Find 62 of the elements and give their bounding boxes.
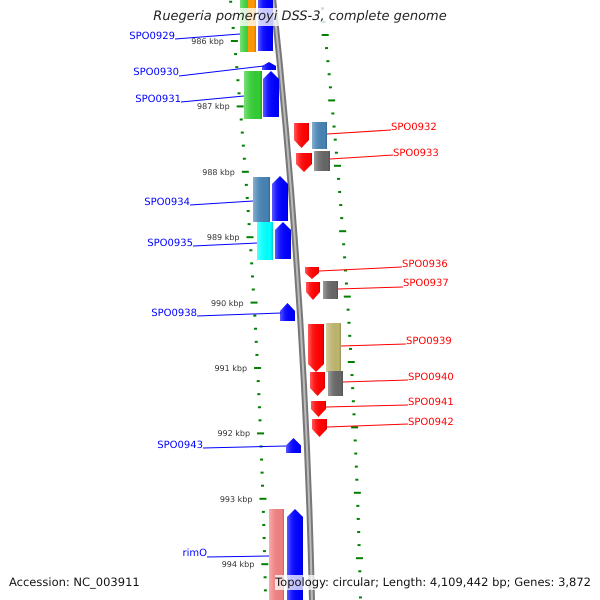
scale-label: 990 kbp bbox=[210, 300, 244, 308]
leader-line bbox=[326, 404, 408, 408]
leader-line bbox=[178, 66, 264, 76]
map-title: Ruegeria pomeroyi DSS-3, complete genome bbox=[151, 8, 449, 26]
gene-marker bbox=[262, 62, 276, 70]
gene-marker bbox=[296, 153, 312, 172]
gene-marker bbox=[305, 267, 319, 279]
gene-label: SPO0938 bbox=[151, 307, 197, 321]
gene-label: SPO0932 bbox=[391, 121, 437, 135]
gene-marker bbox=[286, 438, 301, 453]
gene-marker bbox=[310, 372, 325, 396]
scale-label: 986 kbp bbox=[191, 38, 224, 46]
leader-line bbox=[342, 380, 408, 382]
leader-line bbox=[338, 286, 404, 290]
gene-label: SPO0933 bbox=[393, 147, 439, 161]
gene-label: SPO0940 bbox=[408, 371, 454, 385]
accession-text: Accession: NC_003911 bbox=[9, 575, 140, 590]
cog-bar bbox=[253, 177, 270, 222]
genome-stats-text: Topology: circular; Length: 4,109,442 bp; Genes: 3,872 bbox=[275, 575, 591, 590]
gene-marker bbox=[312, 419, 327, 437]
cog-bar bbox=[323, 281, 338, 299]
cog-bar bbox=[257, 222, 273, 260]
cog-bar bbox=[244, 71, 262, 119]
leader-line bbox=[318, 266, 402, 272]
gene-marker bbox=[311, 401, 326, 417]
gene-marker bbox=[306, 282, 320, 300]
gene-label: SPO0942 bbox=[408, 416, 454, 430]
leader-line bbox=[206, 556, 270, 558]
gene-label: rimO bbox=[182, 547, 207, 561]
leader-line bbox=[192, 242, 258, 246]
gene-label: SPO0939 bbox=[406, 335, 452, 349]
gene-label: SPO0934 bbox=[144, 196, 190, 210]
leader-line bbox=[326, 424, 408, 428]
leader-line bbox=[340, 344, 406, 346]
leader-line bbox=[196, 312, 282, 316]
leader-line bbox=[190, 200, 254, 206]
leader-line bbox=[202, 446, 286, 448]
gene-label: SPO0930 bbox=[133, 66, 179, 80]
gene-label: SPO0936 bbox=[402, 258, 448, 272]
gene-marker bbox=[275, 222, 291, 259]
scale-label: 991 kbp bbox=[214, 365, 248, 373]
leader-line bbox=[330, 154, 394, 160]
scale-label: 994 kbp bbox=[222, 561, 254, 570]
cog-bar bbox=[312, 122, 327, 149]
gene-marker bbox=[294, 123, 309, 148]
scale-label: 988 kbp bbox=[202, 168, 235, 177]
gene-label: SPO0929 bbox=[129, 30, 175, 44]
gene-label: SPO0935 bbox=[147, 237, 193, 251]
gene-marker bbox=[272, 176, 288, 221]
scale-label: 987 kbp bbox=[197, 103, 230, 112]
gene-label: SPO0943 bbox=[157, 439, 203, 453]
scale-label: 993 kbp bbox=[220, 496, 252, 504]
scale-label: 989 kbp bbox=[206, 234, 240, 242]
scale-label: 992 kbp bbox=[217, 430, 250, 438]
leader-line bbox=[174, 34, 240, 40]
cog-bar bbox=[314, 151, 330, 171]
cog-bar bbox=[326, 323, 341, 372]
cog-bar bbox=[328, 371, 343, 396]
gene-label: SPO0937 bbox=[403, 277, 449, 291]
gene-label: SPO0931 bbox=[135, 93, 181, 107]
gene-label: SPO0941 bbox=[408, 396, 454, 410]
gene-marker bbox=[280, 303, 295, 321]
